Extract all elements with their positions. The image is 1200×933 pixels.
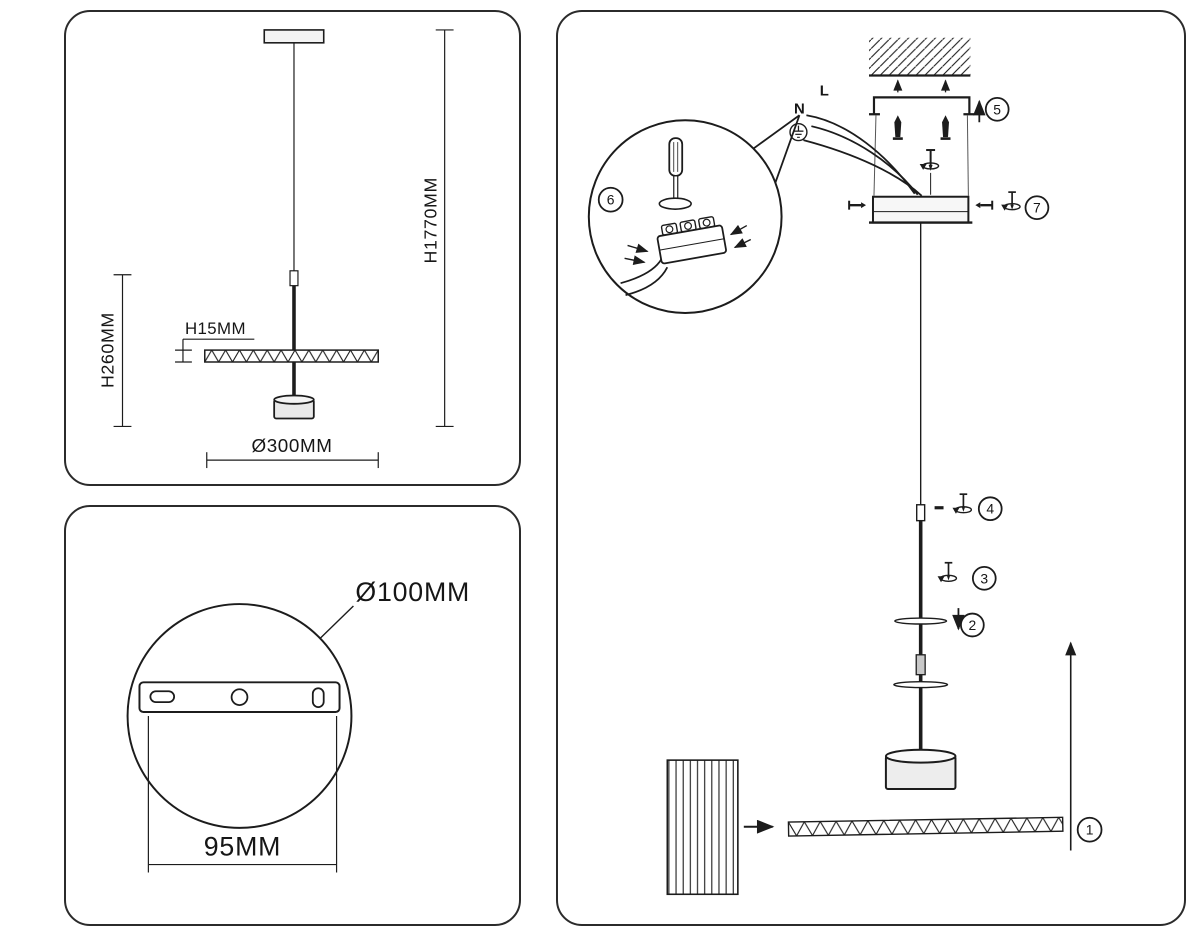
wire-live-label: L [820, 83, 829, 99]
dimension-shade-diameter: Ø300MM [206, 435, 379, 469]
wire-ground [803, 139, 923, 197]
crystal-disc [204, 349, 379, 363]
shade-diameter-label: Ø300MM [252, 435, 333, 456]
canopy-side-screws [848, 200, 994, 210]
rod-mid-coupler [915, 654, 926, 676]
ceiling-plate [263, 29, 325, 44]
step-7-badge: 7 [1000, 191, 1050, 220]
installation-diagram: 5 L N [587, 37, 1103, 896]
step-6-badge: 6 [597, 186, 624, 213]
rotate-icon [1000, 202, 1021, 212]
rod-coupler [289, 270, 299, 287]
ceiling-hatch [869, 37, 971, 77]
terminal-wires [620, 224, 752, 296]
screw-icon [943, 561, 954, 582]
step-4-number: 4 [986, 501, 994, 517]
screw-icon [958, 493, 969, 513]
disc-thickness-label: H15MM [185, 319, 246, 338]
panel-installation-steps: 5 L N [556, 10, 1186, 926]
screw-icon [1007, 191, 1017, 211]
step-7-number: 7 [1033, 200, 1041, 216]
canopy-outline [126, 603, 353, 829]
step-1-number: 1 [1086, 822, 1094, 838]
dimension-fixture-height: H260MM [98, 274, 132, 428]
fixture-height-label: H260MM [98, 312, 118, 388]
screwdriver-icon [668, 137, 684, 201]
step-1-badge: 1 [1065, 641, 1103, 851]
dimension-total-height: H1770MM [421, 29, 454, 428]
step-2-number: 2 [968, 617, 976, 633]
dimension-drawing: H1770MM H260MM H15MM Ø300MM [98, 29, 454, 469]
leader-line [319, 605, 354, 640]
canopy-diameter-label: Ø100MM [355, 577, 470, 607]
wire-neutral-label: N [794, 101, 805, 117]
rod-ring-upper [894, 617, 948, 625]
rotate-icon [951, 506, 973, 515]
canopy-top-screw [918, 149, 940, 195]
step-5-badge: 5 [973, 96, 1010, 123]
step-2-badge: 2 [952, 608, 985, 638]
terminal-block [656, 216, 727, 265]
bracket-screws [892, 115, 951, 140]
rod-top-coupler [916, 504, 926, 522]
terminal-detail-callout: 6 [587, 114, 801, 314]
lamp-head [884, 748, 957, 790]
total-height-label: H1770MM [421, 177, 441, 263]
mount-width-label: 95MM [204, 832, 281, 862]
bracket-center-hole [230, 688, 249, 706]
lamp-head-top [273, 394, 315, 405]
bracket-slot-left [149, 690, 176, 704]
step-3-badge: 3 [936, 561, 997, 591]
panel-dimension-drawing: H1770MM H260MM H15MM Ø300MM [64, 10, 521, 486]
alignment-guides [873, 115, 969, 196]
canopy-top-view: Ø100MM 95MM [126, 577, 470, 873]
wiring: L N [789, 83, 923, 197]
packaging-sleeve [666, 759, 739, 896]
ceiling-canopy [869, 195, 973, 224]
ceiling-screw-arrows [893, 79, 951, 93]
bracket-slot-right [311, 687, 325, 708]
pendant-lamp-side-view [204, 29, 379, 420]
rod-ring-lower [893, 680, 949, 689]
step-6-number: 6 [607, 192, 615, 208]
label-canopy-diameter: Ø100MM [319, 577, 470, 640]
crystal-strip [787, 816, 1064, 837]
mounting-bracket [869, 96, 975, 116]
step-4-badge: 4 [934, 493, 1003, 522]
step-5-number: 5 [993, 101, 1001, 117]
panel-canopy-top-view: Ø100MM 95MM [64, 505, 521, 926]
terminal-screw-washer [658, 197, 692, 210]
mounting-bracket-bar [138, 681, 341, 714]
dimension-disc-thickness: H15MM [175, 319, 255, 363]
step-3-number: 3 [980, 570, 988, 586]
dimension-mount-width: 95MM [147, 715, 338, 873]
rotate-icon [936, 574, 958, 583]
